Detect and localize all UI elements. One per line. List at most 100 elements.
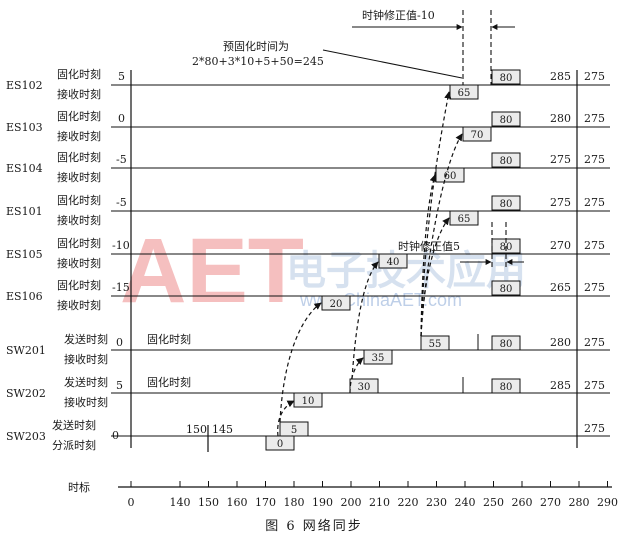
box-recv: [462, 126, 492, 142]
box-fix-label: 80: [500, 339, 513, 350]
box-send-label: 5: [291, 425, 297, 436]
row-label-2: 接收时刻: [57, 213, 101, 227]
box-recv: [363, 349, 393, 365]
end-value-2: 275: [584, 281, 605, 294]
axis-tick-label: 280: [569, 496, 590, 509]
box-fix-label: 80: [500, 73, 513, 84]
row-labels: 固化时刻 接收时刻 固化时刻 接收时刻 固化时刻 接收时刻 固化时刻 接收时刻 …: [52, 67, 108, 452]
node-id-sw202: SW202: [6, 387, 46, 400]
axis-tick-label: 0: [128, 496, 135, 509]
box-recv-label: 40: [387, 257, 400, 268]
start-offset: -5: [116, 153, 127, 166]
end-value-1: 280: [550, 336, 571, 349]
axis-tick-label: 200: [341, 496, 362, 509]
box-recv-label: 60: [444, 171, 457, 182]
start-offsets: 5 0 -5 -5 -10 -15 0 5 0: [112, 70, 130, 442]
axis-tick-label: 170: [255, 496, 276, 509]
axis-label: 时标: [68, 480, 90, 494]
node-id-es104: ES104: [6, 162, 43, 175]
row-label-1: 固化时刻: [57, 109, 101, 123]
end-value-2: 275: [584, 239, 605, 252]
end-value-2: 275: [584, 70, 605, 83]
node-id-es101: ES101: [6, 205, 43, 218]
arrow-sw201-to-es101: [420, 217, 450, 337]
box-fix-label: 80: [500, 115, 513, 126]
start-offset: 0: [112, 429, 119, 442]
box-fix: [491, 335, 521, 351]
end-value-1: 265: [550, 281, 571, 294]
end-value-2: 275: [584, 196, 605, 209]
node-ids: ES102 ES103 ES104 ES101 ES105 ES106 SW20…: [6, 79, 46, 443]
axis-tick-label: 180: [284, 496, 305, 509]
start-offset: 0: [116, 336, 123, 349]
arrow-sw201-to-es104: [420, 174, 437, 337]
box-recv: [449, 210, 479, 226]
box-fix-label: 80: [500, 284, 513, 295]
row-label-1: 发送时刻: [64, 332, 108, 346]
end-value-2: 275: [584, 336, 605, 349]
box-recv-label: 10: [302, 396, 315, 407]
start-offset: -5: [116, 196, 127, 209]
row-label-1: 固化时刻: [57, 193, 101, 207]
box-recv-label: 20: [330, 299, 343, 310]
end-value-1: 275: [550, 196, 571, 209]
sw203-t150: 150: [186, 423, 207, 436]
node-id-es106: ES106: [6, 290, 43, 303]
box-fix-label: 80: [500, 156, 513, 167]
axis-tick-label: 270: [540, 496, 561, 509]
axis-tick-label: 220: [398, 496, 419, 509]
row-label-2: 接收时刻: [64, 395, 108, 409]
start-offset: 5: [116, 379, 123, 392]
sw202-fix-label: 固化时刻: [147, 375, 191, 389]
end-values: 285 275 280 275 275 275 275 275 270 275 …: [550, 70, 605, 435]
row-label-2: 接收时刻: [57, 256, 101, 270]
box-fix: [491, 280, 521, 296]
box-recv-label: 35: [372, 353, 385, 364]
arrow-sw201-to-es102: [420, 91, 452, 337]
box-send: [265, 435, 295, 451]
row-label-1: 发送时刻: [64, 375, 108, 389]
sw203-t145: 145: [212, 423, 233, 436]
box-recv: [293, 392, 323, 408]
box-fix: [491, 378, 521, 394]
node-id-sw203: SW203: [6, 430, 46, 443]
row-label-2: 接收时刻: [64, 352, 108, 366]
box-send: [420, 335, 450, 351]
end-value-1: 275: [550, 153, 571, 166]
row-label-2: 接收时刻: [57, 298, 101, 312]
start-offset: 0: [118, 112, 125, 125]
end-value-2: 275: [584, 112, 605, 125]
end-value-1: 285: [550, 379, 571, 392]
watermark-letters: AET: [120, 220, 304, 322]
row-label-1: 固化时刻: [57, 278, 101, 292]
preset-time-line2: 2*80+3*10+5+50=245: [192, 55, 324, 68]
node-id-sw201: SW201: [6, 344, 46, 357]
preset-pointer: [322, 49, 463, 79]
boxes: [265, 69, 521, 451]
axis-tick-label: 290: [597, 496, 618, 509]
arrow-sw203-to-es106: [279, 302, 322, 423]
axis-tick-label: 210: [369, 496, 390, 509]
arrow-sw203-to-sw202: [277, 400, 295, 437]
box-fix: [491, 111, 521, 127]
axis-tick-label: 160: [227, 496, 248, 509]
box-fix: [491, 152, 521, 168]
node-id-es105: ES105: [6, 248, 43, 261]
box-fix-label: 80: [500, 382, 513, 393]
node-id-es103: ES103: [6, 121, 43, 134]
box-fix-label: 80: [500, 199, 513, 210]
axis-tick-label: 260: [512, 496, 533, 509]
axis-tick-label: 230: [426, 496, 447, 509]
sw201-fix-label: 固化时刻: [147, 332, 191, 346]
row-label-1: 固化时刻: [57, 150, 101, 164]
end-value-2: 275: [584, 379, 605, 392]
end-value-1: 285: [550, 70, 571, 83]
clock-correction-mid-label: 时钟修正值5: [398, 239, 460, 253]
axis-tick-label: 250: [483, 496, 504, 509]
row-label-1: 发送时刻: [52, 418, 96, 432]
row-label-1: 固化时刻: [57, 236, 101, 250]
propagation-arrows: [277, 91, 463, 437]
end-value-1: 270: [550, 239, 571, 252]
axis-tick-label: 140: [170, 496, 191, 509]
